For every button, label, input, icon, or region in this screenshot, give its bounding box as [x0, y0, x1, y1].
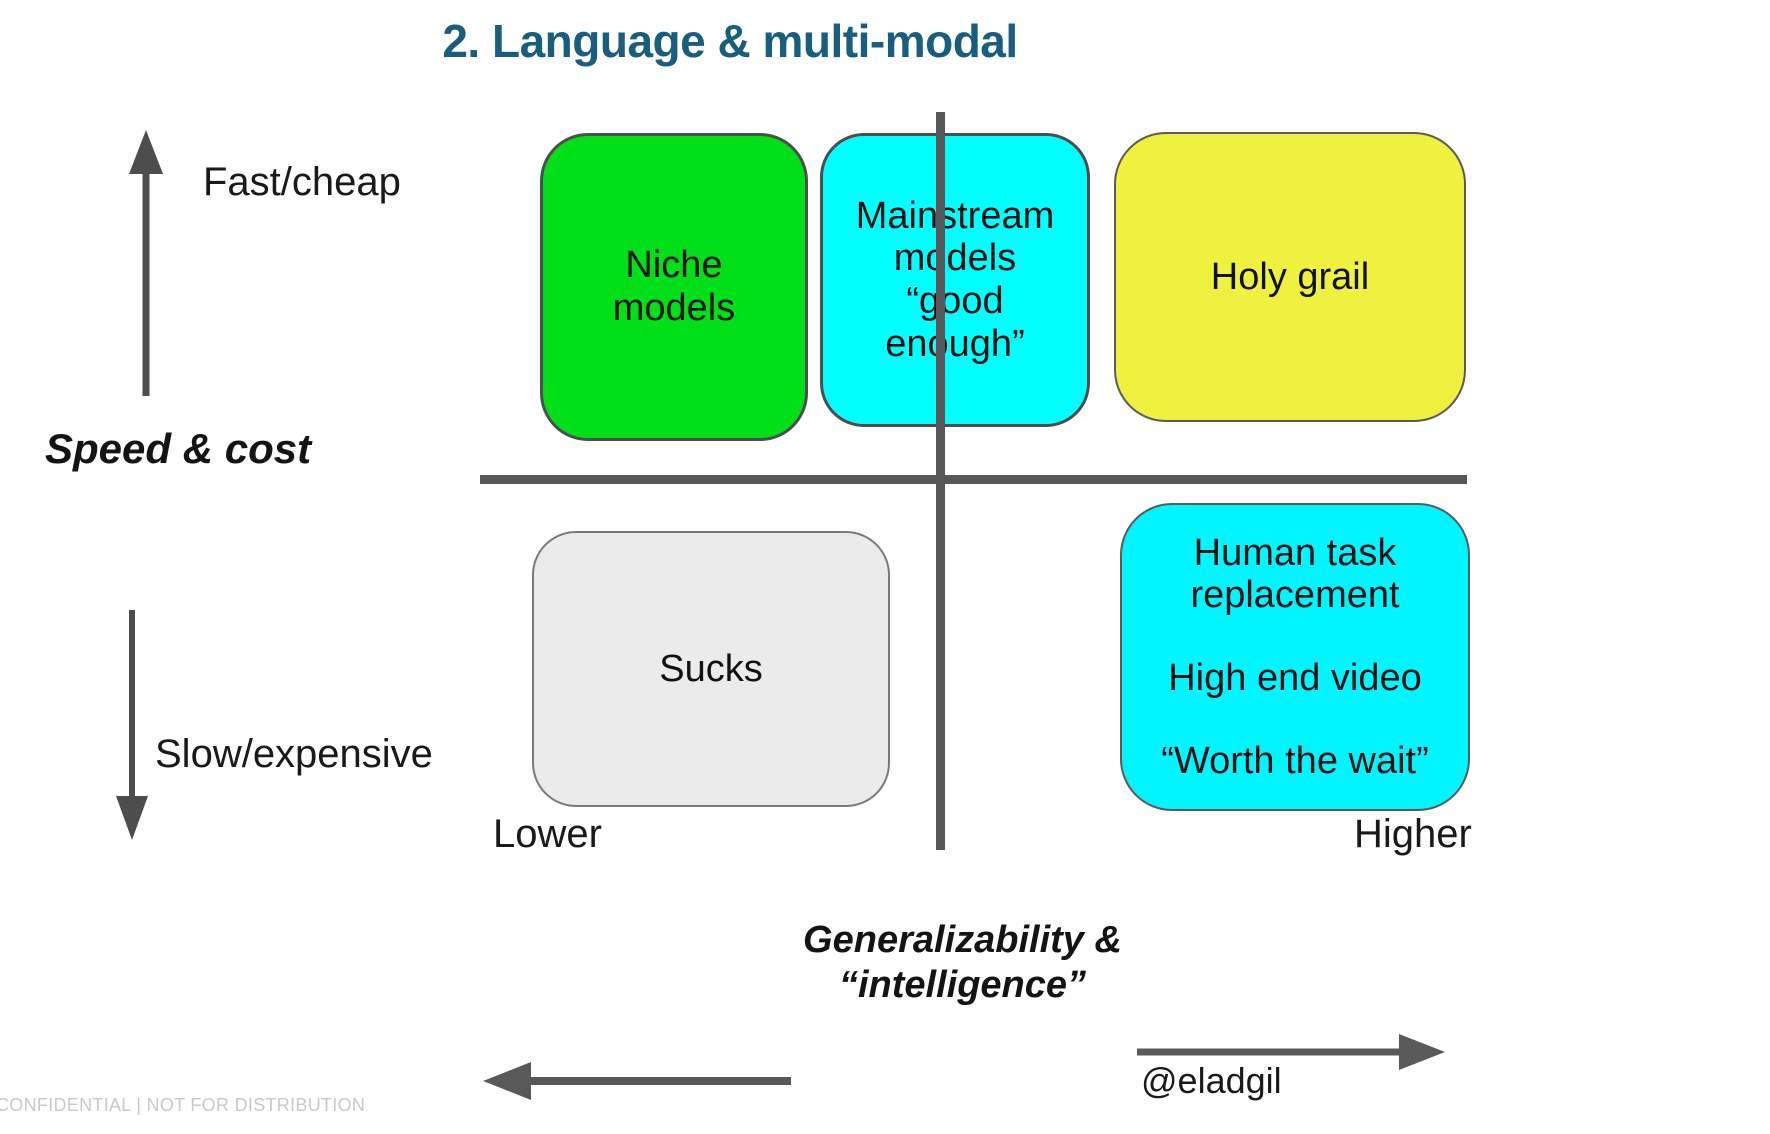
arrow-left-icon — [483, 1055, 793, 1112]
arrow-down-icon — [102, 608, 162, 845]
quadrant-box-holy-grail[interactable]: Holy grail — [1114, 132, 1466, 422]
arrow-right-icon — [1137, 1030, 1445, 1083]
box-label-line: Human task — [1193, 531, 1397, 574]
box-label-line: Mainstream — [855, 194, 1055, 237]
axis-label-lower: Lower — [493, 812, 602, 856]
axis-title-line1: Generalizability & — [803, 919, 1122, 961]
box-label-line: enough” — [885, 322, 1025, 365]
box-label-line: Holy grail — [1210, 255, 1370, 298]
axis-label-fast-cheap: Fast/cheap — [203, 160, 401, 204]
box-label-line: “good — [906, 280, 1004, 322]
quadrant-box-mainstream-models[interactable]: Mainstream models “good enough” — [820, 133, 1090, 427]
page-title: 2. Language & multi-modal — [442, 15, 1018, 67]
quadrant-vertical-axis-line — [936, 112, 945, 850]
quadrant-box-sucks[interactable]: Sucks — [532, 531, 890, 807]
quadrant-box-niche-models[interactable]: Niche models — [540, 133, 808, 441]
quadrant-box-human-task-replacement[interactable]: Human task replacement High end video “W… — [1120, 503, 1470, 811]
arrow-up-icon — [116, 130, 176, 405]
box-label-line: High end video — [1168, 657, 1422, 699]
box-label-line: models — [612, 287, 736, 329]
author-handle: @eladgil — [1141, 1060, 1282, 1101]
axis-title-line2: “intelligence” — [838, 963, 1087, 1006]
box-label-line: models — [893, 237, 1017, 280]
axis-title-speed-cost: Speed & cost — [45, 425, 312, 472]
axis-label-slow-expensive: Slow/expensive — [155, 732, 433, 776]
quadrant-horizontal-axis-line — [480, 475, 1467, 484]
box-label-line: Sucks — [659, 647, 763, 690]
axis-title-generalizability: Generalizability & “intelligence” — [800, 918, 1125, 1008]
footer-confidentiality-notice: CONFIDENTIAL | NOT FOR DISTRIBUTION — [0, 1095, 366, 1115]
box-label-line: replacement — [1190, 574, 1400, 617]
box-label-line: “Worth the wait” — [1161, 739, 1429, 782]
axis-label-higher: Higher — [1354, 812, 1472, 856]
box-label-line: Niche — [625, 244, 723, 287]
